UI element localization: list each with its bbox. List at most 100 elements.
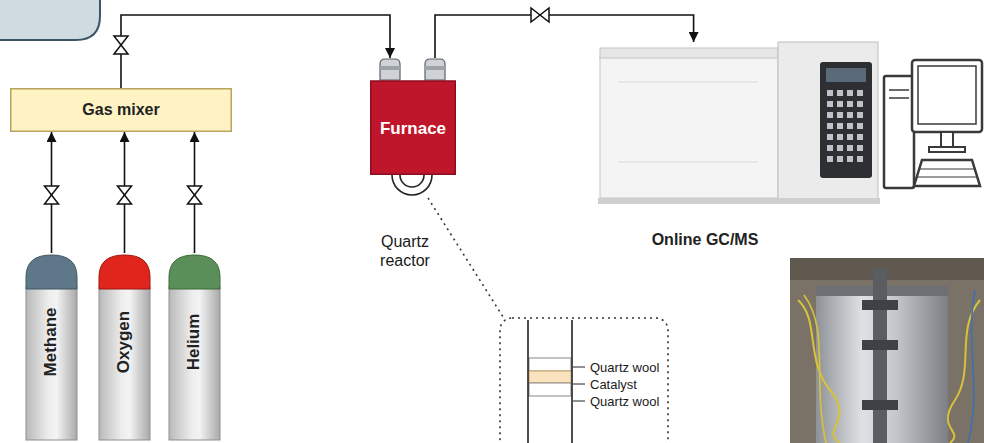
reactor-tube-detail-part xyxy=(571,320,573,443)
valve-symbol xyxy=(188,186,202,204)
valve-symbol xyxy=(114,36,128,54)
computer-icon-part xyxy=(889,89,909,91)
gcms-instrument-outline xyxy=(598,42,880,252)
gcms-instrument-outline-part xyxy=(847,101,853,107)
computer-icon xyxy=(884,60,982,188)
furnace-photo-part xyxy=(873,268,887,443)
gcms-instrument-outline-part xyxy=(857,123,863,129)
mixer-box: Gas mixer xyxy=(10,88,232,132)
callout-leader xyxy=(428,198,505,320)
furnace-photo-part xyxy=(804,295,826,443)
label-holder: Methane xyxy=(25,273,78,411)
furnace-photo-part xyxy=(862,400,898,410)
valve-symbol xyxy=(118,186,132,204)
computer-icon-part xyxy=(941,132,953,147)
label-holder: Online GC/MS xyxy=(598,228,812,252)
furnace-box-outline xyxy=(370,58,456,175)
computer-icon-part xyxy=(889,97,909,99)
gcms-instrument-outline-part xyxy=(857,112,863,118)
label-holder: Oxygen xyxy=(98,273,151,411)
reactor-tube-detail-part xyxy=(529,383,571,396)
gcms-instrument-outline-part xyxy=(820,62,872,178)
gcms-instrument-outline-part xyxy=(847,145,853,151)
part-label: Quartz wool xyxy=(590,360,666,376)
instrument-label: Online GC/MS xyxy=(652,231,759,249)
mixer-label: Gas mixer xyxy=(82,101,159,119)
valve-symbol xyxy=(531,8,549,22)
gcms-instrument-outline-part xyxy=(837,156,843,162)
reactor-tube-detail-part xyxy=(573,367,585,368)
quartz-reactor-symbol-part xyxy=(400,175,424,187)
furnace-box-outline-part xyxy=(371,81,456,174)
gas-cylinder: Oxygen xyxy=(98,253,151,441)
gcms-instrument-outline-part xyxy=(847,134,853,140)
computer-icon-part xyxy=(914,160,980,186)
gcms-instrument-outline-part xyxy=(837,123,843,129)
callout-frame xyxy=(500,318,668,443)
gas-cylinder-outline-part xyxy=(169,287,220,440)
gcms-instrument-outline-part xyxy=(598,198,880,204)
gcms-instrument-outline-part xyxy=(847,112,853,118)
furnace-box-outline-part xyxy=(425,66,445,70)
furnace-box-outline-part xyxy=(380,59,400,80)
cylinder-label: Oxygen xyxy=(115,311,135,373)
furnace-photo xyxy=(790,258,984,443)
furnace-box-outline-part xyxy=(380,66,400,70)
reactor-tube-detail-part xyxy=(573,384,585,385)
reactor-tube-detail xyxy=(528,320,585,443)
furnace-box-outline-part xyxy=(425,59,445,80)
gcms-instrument-outline-part xyxy=(827,134,833,140)
furnace-photo-part xyxy=(948,300,980,443)
label-box: Catalyst xyxy=(590,377,666,393)
gas-cylinder-outline-part xyxy=(169,255,220,289)
furnace-photo-part xyxy=(862,300,898,310)
reactor-tube-detail-part xyxy=(573,401,585,402)
computer-icon-part xyxy=(884,76,914,188)
gcms-instrument-outline-part xyxy=(600,48,778,58)
mixer-box-outline-part xyxy=(11,89,232,132)
gas-cylinder: Helium xyxy=(168,253,221,441)
flow-line xyxy=(121,15,390,88)
label-holder: Furnace xyxy=(370,82,456,175)
cylinder-label: Helium xyxy=(185,314,205,371)
computer-icon-part xyxy=(917,176,977,177)
corner-panel xyxy=(0,0,100,40)
gcms-instrument-outline-part xyxy=(857,145,863,151)
reactor-tube-detail-part xyxy=(527,320,529,443)
gcms-instrument-outline-part xyxy=(857,90,863,96)
gcms-instrument-outline-part xyxy=(826,68,866,82)
quartz-reactor-symbol xyxy=(392,175,432,195)
gcms-instrument-outline-part xyxy=(857,134,863,140)
gcms-instrument-outline-part xyxy=(778,42,878,202)
gcms-instrument-outline-part xyxy=(837,145,843,151)
gcms-instrument-outline-part xyxy=(847,90,853,96)
gcms-instrument-outline-part xyxy=(827,156,833,162)
cylinder-label: Methane xyxy=(42,308,62,377)
gcms-instrument: Online GC/MS xyxy=(598,42,880,252)
computer-icon-part xyxy=(912,60,982,132)
gcms-instrument-outline-part xyxy=(857,101,863,107)
gas-cylinder-outline-part xyxy=(26,287,77,440)
part-label: Catalyst xyxy=(590,377,666,393)
gcms-instrument-outline-part xyxy=(618,82,758,83)
reactor-tube-detail-part xyxy=(529,371,571,383)
gcms-instrument-outline-part xyxy=(837,90,843,96)
gcms-instrument-outline-part xyxy=(837,101,843,107)
computer-icon-part xyxy=(918,66,976,124)
valve-symbol xyxy=(45,186,59,204)
furnace-box: Furnace xyxy=(370,58,456,175)
gcms-instrument-outline-part xyxy=(847,156,853,162)
gcms-instrument-outline-part xyxy=(837,134,843,140)
gcms-instrument-outline-part xyxy=(837,112,843,118)
label-box: Quartz reactor xyxy=(362,232,448,270)
label-box: Quartz wool xyxy=(590,360,666,376)
label-box: Quartz wool xyxy=(590,394,666,410)
gas-cylinder-outline-part xyxy=(99,255,150,289)
furnace-photo-part xyxy=(790,258,984,443)
gcms-instrument-outline-part xyxy=(827,123,833,129)
gcms-instrument-outline-part xyxy=(827,101,833,107)
reactor-tube-detail-part xyxy=(529,358,571,371)
label-holder: Helium xyxy=(168,273,221,411)
part-label: Quartz reactor xyxy=(362,232,448,270)
